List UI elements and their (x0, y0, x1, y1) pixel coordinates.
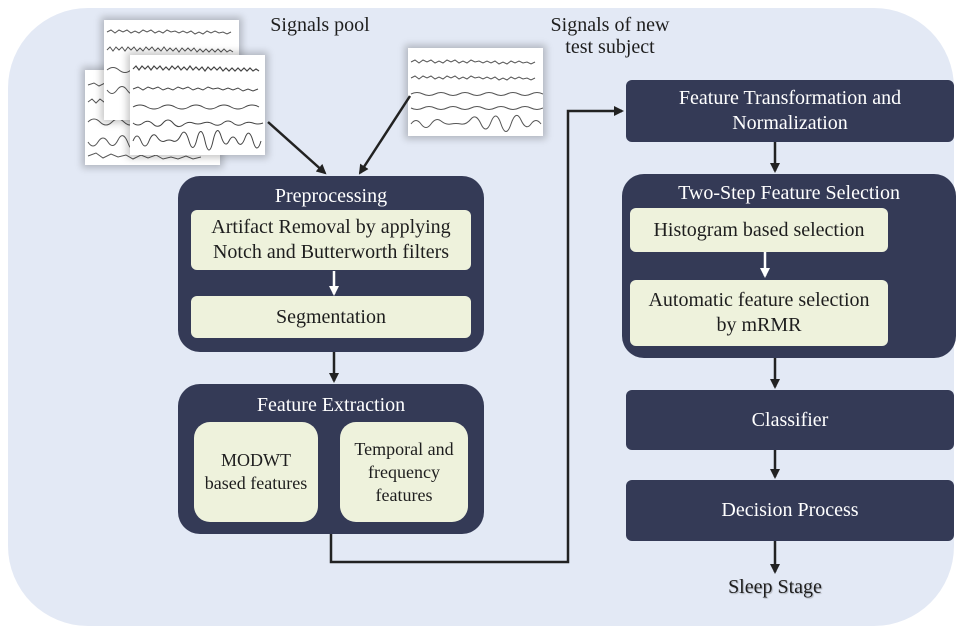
decision-process-label: Decision Process (721, 499, 859, 521)
arrow-pool-to-preprocessing (267, 121, 327, 175)
new-subject-signal-thumbnail (408, 48, 543, 136)
signals-pool-thumbnail-front (130, 55, 265, 155)
eeg-waveform-graphic (410, 59, 543, 132)
arrow-extraction-to-transformation (329, 106, 624, 564)
mrmr-selection-box: Automatic feature selection by mRMR (630, 280, 888, 346)
temporal-frequency-features-box: Temporal and frequency features (340, 422, 468, 522)
modwt-features-line1: MODWT (220, 450, 291, 470)
new-subject-label-line2: test subject (565, 36, 655, 58)
new-subject-label-line1: Signals of new (550, 14, 670, 36)
new-subject-label: Signals of new test subject (520, 14, 700, 58)
modwt-features-box: MODWT based features (194, 422, 318, 522)
temporal-features-line1: Temporal and (354, 438, 454, 459)
artifact-removal-box: Artifact Removal by applying Notch and B… (191, 210, 471, 270)
mrmr-selection-line2: by mRMR (716, 314, 802, 336)
classifier-box: Classifier (626, 390, 954, 450)
feature-extraction-group: Feature Extraction MODWT based features … (178, 384, 484, 534)
preprocessing-group: Preprocessing Artifact Removal by applyi… (178, 176, 484, 352)
decision-process-box: Decision Process (626, 480, 954, 541)
temporal-features-line3: features (375, 484, 433, 505)
histogram-selection-box: Histogram based selection (630, 208, 888, 252)
artifact-removal-line1: Artifact Removal by applying (211, 216, 451, 238)
feature-extraction-title: Feature Extraction (256, 394, 406, 416)
sleep-stage-label: Sleep Stage (728, 576, 822, 598)
segmentation-box: Segmentation (191, 296, 471, 338)
feature-transformation-box: Feature Transformation and Normalization (626, 80, 954, 142)
signals-pool-label: Signals pool (270, 14, 370, 36)
temporal-features-line2: frequency (368, 461, 440, 482)
feature-transformation-line2: Normalization (732, 112, 848, 134)
artifact-removal-line2: Notch and Butterworth filters (212, 241, 450, 263)
preprocessing-title: Preprocessing (274, 185, 388, 207)
feature-selection-group: Two-Step Feature Selection Histogram bas… (622, 174, 956, 358)
eeg-waveform-graphic (132, 65, 264, 151)
mrmr-selection-line1: Automatic feature selection (648, 289, 870, 311)
feature-transformation-line1: Feature Transformation and (678, 87, 902, 109)
arrow-newsubject-to-preprocessing (358, 95, 412, 175)
modwt-features-line2: based features (204, 473, 308, 493)
feature-selection-title: Two-Step Feature Selection (678, 182, 900, 204)
classifier-label: Classifier (751, 408, 829, 431)
